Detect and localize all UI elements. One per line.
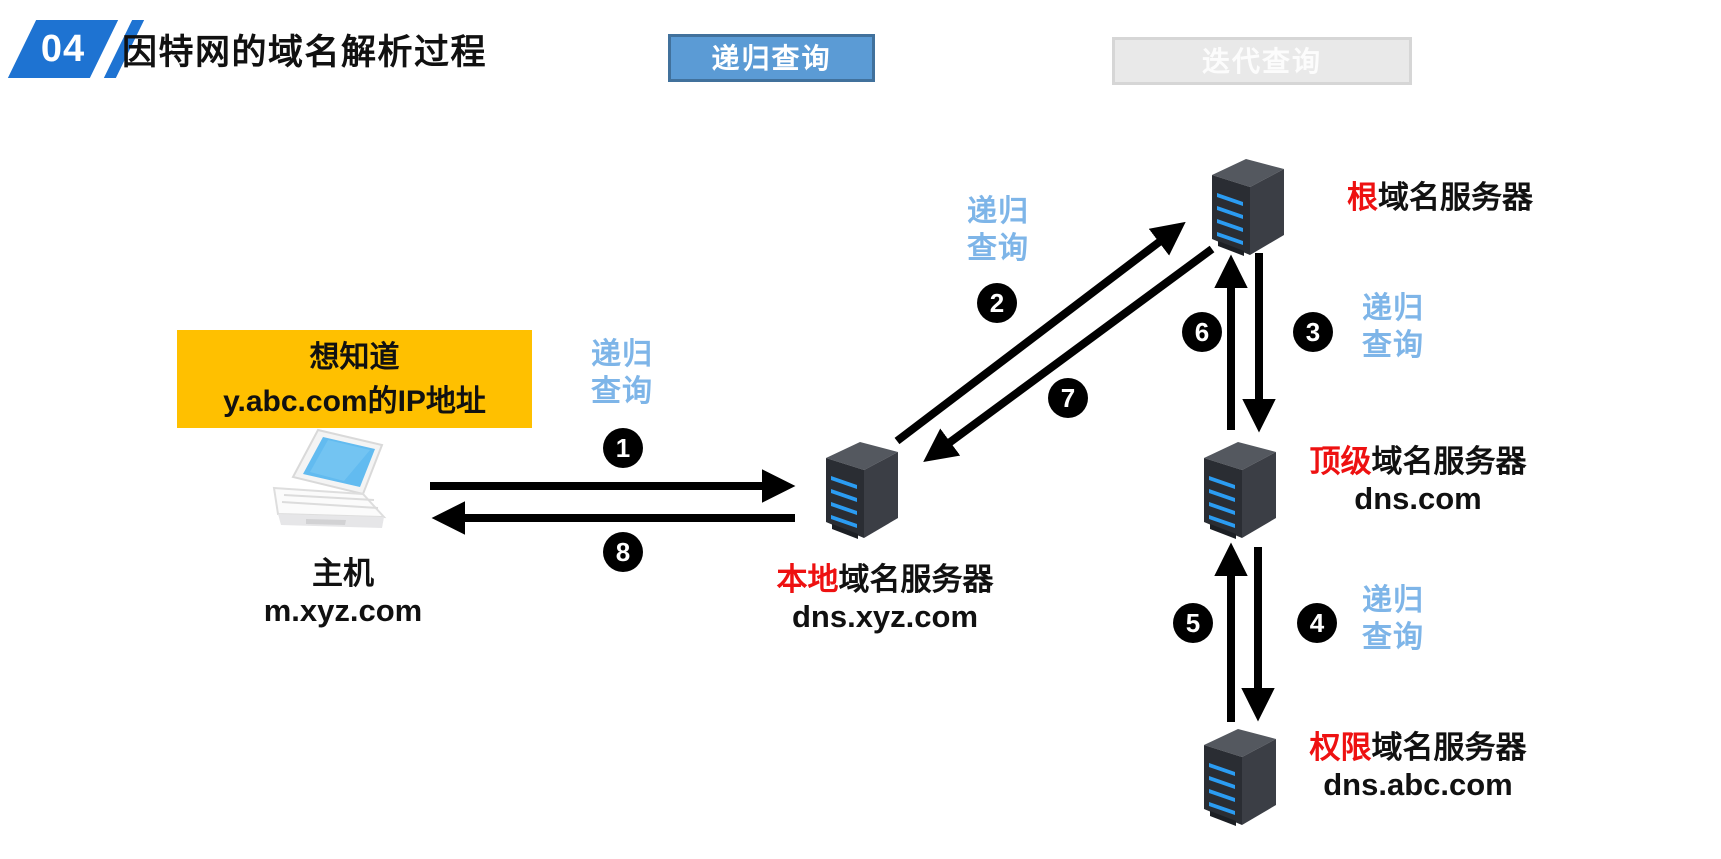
root-dns-name: 根域名服务器 (1320, 180, 1560, 216)
note-line-2: y.abc.com的IP地址 (223, 385, 486, 418)
recursive-query-label-4: 递归 查询 (1333, 582, 1453, 656)
step-circle-1: 1 (603, 428, 643, 468)
local-dns-server-icon (826, 442, 898, 539)
query-label-line: 递归 (591, 338, 653, 371)
recursive-query-label-2: 递归 查询 (938, 193, 1058, 267)
query-label-line: 查询 (591, 375, 653, 408)
query-label-line: 查询 (1362, 329, 1424, 362)
step-circle-3: 3 (1293, 312, 1333, 352)
note-line-1: 想知道 (309, 341, 400, 374)
tab-recursive-query[interactable]: 递归查询 (668, 34, 875, 82)
query-label-line: 递归 (1362, 292, 1424, 325)
root-dns-name-rest: 域名服务器 (1378, 180, 1533, 215)
root-dns-name-highlight: 根 (1347, 180, 1378, 215)
local-dns-domain: dns.xyz.com (791, 599, 979, 634)
tld-dns-name-highlight: 顶级 (1309, 444, 1372, 479)
laptop-icon (272, 428, 387, 528)
auth-dns-label: 权限域名服务器 dns.abc.com (1288, 730, 1548, 804)
tld-dns-label: 顶级域名服务器 dns.com (1288, 444, 1548, 518)
host-domain: m.xyz.com (263, 593, 423, 628)
section-number: 04 (40, 28, 86, 70)
tld-dns-name-rest: 域名服务器 (1371, 444, 1527, 479)
step-circle-5: 5 (1173, 603, 1213, 643)
recursive-query-label-1: 递归 查询 (562, 336, 682, 410)
local-dns-label: 本地域名服务器 dns.xyz.com (745, 562, 1025, 636)
host-name: 主机 (312, 556, 374, 591)
auth-dns-domain: dns.abc.com (1323, 767, 1513, 802)
auth-dns-name: 权限域名服务器 (1288, 730, 1548, 766)
local-dns-name: 本地域名服务器 (745, 562, 1025, 598)
query-label-line: 查询 (967, 232, 1029, 265)
page-title: 因特网的域名解析过程 (122, 33, 488, 72)
tld-dns-server-icon (1204, 442, 1276, 539)
auth-dns-server-icon (1204, 729, 1276, 826)
local-dns-name-rest: 域名服务器 (838, 562, 994, 597)
tld-dns-domain: dns.com (1354, 481, 1482, 516)
tld-dns-name: 顶级域名服务器 (1288, 444, 1548, 480)
query-label-line: 查询 (1362, 621, 1424, 654)
query-intent-note: 想知道 y.abc.com的IP地址 (177, 330, 532, 428)
query-label-line: 递归 (967, 195, 1029, 228)
root-dns-server-icon (1212, 159, 1284, 256)
step-circle-2: 2 (977, 283, 1017, 323)
step-circle-6: 6 (1182, 312, 1222, 352)
local-dns-name-highlight: 本地 (776, 562, 839, 597)
query-label-line: 递归 (1362, 584, 1424, 617)
step-circle-7: 7 (1048, 378, 1088, 418)
auth-dns-name-highlight: 权限 (1309, 730, 1372, 765)
step-circle-8: 8 (603, 532, 643, 572)
tab-iterative-query[interactable]: 迭代查询 (1112, 37, 1412, 85)
recursive-query-label-3: 递归 查询 (1333, 290, 1453, 364)
step-circle-4: 4 (1297, 603, 1337, 643)
root-dns-label: 根域名服务器 (1320, 180, 1560, 216)
arrow-step-7 (923, 245, 1215, 462)
section-number-badge: 04 (7, 20, 145, 78)
host-label: 主机 m.xyz.com (223, 556, 463, 630)
auth-dns-name-rest: 域名服务器 (1371, 730, 1527, 765)
